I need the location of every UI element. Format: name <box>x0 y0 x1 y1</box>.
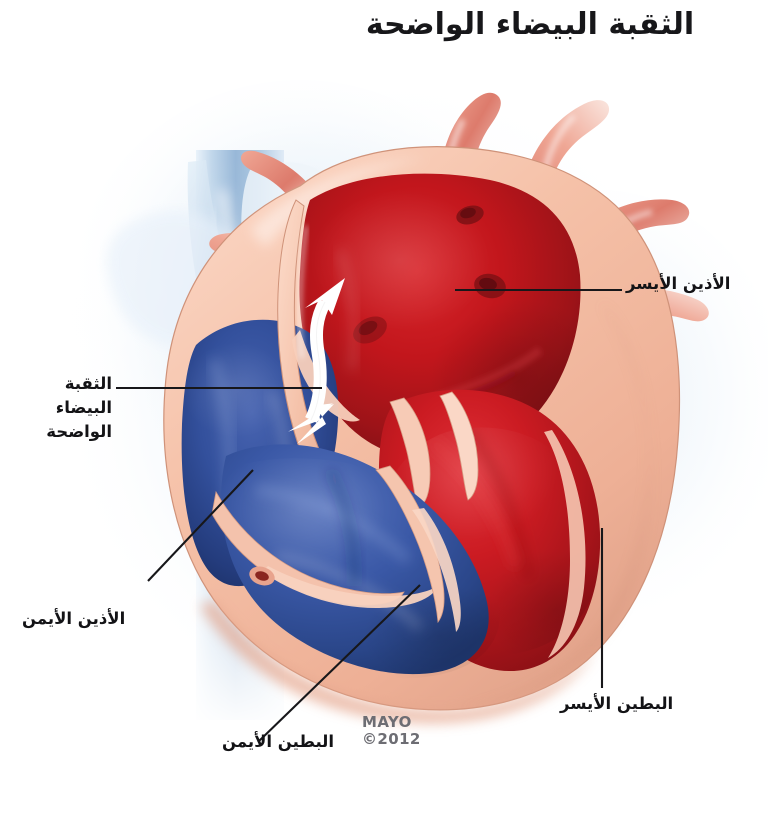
label-left-atrium: الأذين الأيسر <box>626 274 731 293</box>
label-patent-foramen-ovale: الثقبة البيضاء الواضحة <box>18 372 112 444</box>
credit-line-2: ©2012 <box>362 729 421 748</box>
leader-lines <box>116 288 622 743</box>
heart-apex-wall <box>200 600 596 724</box>
right-ventricle-chamber <box>211 444 501 679</box>
leader-right-ventricle <box>257 584 421 743</box>
leader-right-atrium <box>147 469 254 582</box>
label-left-ventricle: البطين الأيسر <box>560 694 674 713</box>
page-title: الثقبة البيضاء الواضحة <box>365 7 695 42</box>
label-pfo-line-2: البيضاء <box>55 397 112 417</box>
credit-line-1: MAYO <box>362 713 412 731</box>
label-pfo-line-3: الواضحة <box>46 421 112 441</box>
mayo-credit: MAYO ©2012 <box>362 714 421 748</box>
label-right-ventricle: البطين الأيمن <box>222 732 335 751</box>
label-right-atrium: الأذين الأيمن <box>22 609 126 628</box>
label-pfo-line-1: الثقبة <box>64 374 112 393</box>
bidirectional-shunt-arrow <box>288 278 345 444</box>
